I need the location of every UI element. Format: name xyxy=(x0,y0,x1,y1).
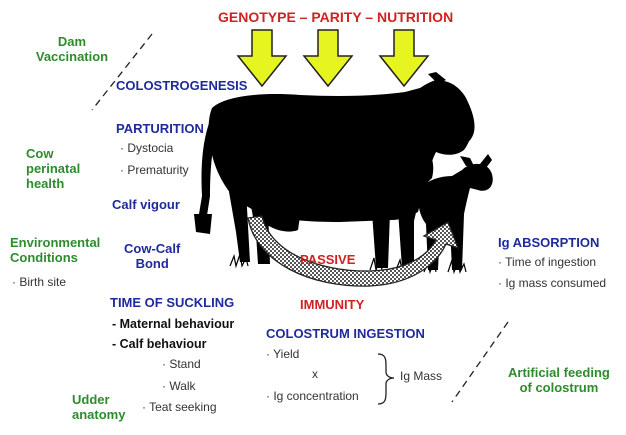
yellow-arrow-2-icon xyxy=(302,29,354,88)
udder-anatomy-line-2: anatomy xyxy=(72,406,126,422)
ig-absorption-label: Ig ABSORPTION xyxy=(498,235,600,250)
colostrum-ingestion-label: COLOSTRUM INGESTION xyxy=(266,326,425,341)
cow-calf-bond-line-1: Cow-Calf xyxy=(124,241,181,256)
birth-site-item: · Birth site xyxy=(12,275,67,289)
dashed-divider-bottom-right xyxy=(451,321,509,403)
stand-item: · Stand xyxy=(162,357,201,371)
calf-behaviour-item: - Calf behaviour xyxy=(112,337,207,351)
immunity-label: IMMUNITY xyxy=(300,297,365,312)
udder-anatomy-label: Udder anatomy xyxy=(72,392,126,423)
ig-mass-consumed-item: · Ig mass consumed xyxy=(498,276,607,290)
walk-item: · Walk xyxy=(162,379,196,393)
environmental-conditions-label: Environmental Conditions xyxy=(10,235,101,266)
environmental-conditions-line-2: Conditions xyxy=(10,249,78,265)
artificial-feeding-line-1: Artificial feeding xyxy=(508,365,610,380)
dystocia-item: · Dystocia xyxy=(120,141,174,155)
calf-vigour-label: Calf vigour xyxy=(112,197,180,212)
yellow-arrow-1-icon xyxy=(236,29,288,88)
dam-vaccination-line-1: Dam xyxy=(57,34,87,49)
yield-item: · Yield xyxy=(266,347,300,361)
ig-concentration-item: · Ig concentration xyxy=(266,389,359,403)
time-of-suckling-label: TIME OF SUCKLING xyxy=(110,295,235,310)
colostrogenesis-label: COLOSTROGENESIS xyxy=(116,78,248,93)
passive-label: PASSIVE xyxy=(300,252,356,267)
environmental-conditions-line-1: Environmental xyxy=(10,235,101,250)
udder-anatomy-line-1: Udder xyxy=(72,392,110,407)
brace-icon xyxy=(377,353,395,405)
cow-calf-bond-line-2: Bond xyxy=(135,255,169,271)
cow-calf-bond-label: Cow-Calf Bond xyxy=(124,241,181,272)
prematurity-item: · Prematurity xyxy=(120,163,189,177)
parturition-label: PARTURITION xyxy=(116,121,204,136)
passive-immunity-arrow-icon xyxy=(247,215,460,287)
dam-vaccination-label: Dam Vaccination xyxy=(32,34,112,65)
x-operator: x xyxy=(312,367,318,381)
time-of-ingestion-item: · Time of ingestion xyxy=(498,255,597,269)
dam-vaccination-line-2: Vaccination xyxy=(35,48,109,64)
cow-perinatal-health-line-3: health xyxy=(26,175,65,191)
cow-perinatal-health-line-1: Cow xyxy=(26,146,54,161)
cow-perinatal-health-label: Cow perinatal health xyxy=(26,146,81,192)
cow-perinatal-health-line-2: perinatal xyxy=(26,160,81,176)
header-title: GENOTYPE – PARITY – NUTRITION xyxy=(218,9,454,25)
maternal-behaviour-item: - Maternal behaviour xyxy=(112,317,235,331)
ig-mass-label: Ig Mass xyxy=(400,369,443,383)
teat-seeking-item: · Teat seeking xyxy=(142,400,217,414)
artificial-feeding-label: Artificial feeding of colostrum xyxy=(508,365,610,396)
yellow-arrow-3-icon xyxy=(378,29,430,88)
artificial-feeding-line-2: of colostrum xyxy=(519,379,599,395)
dashed-divider-top-left xyxy=(91,33,153,111)
